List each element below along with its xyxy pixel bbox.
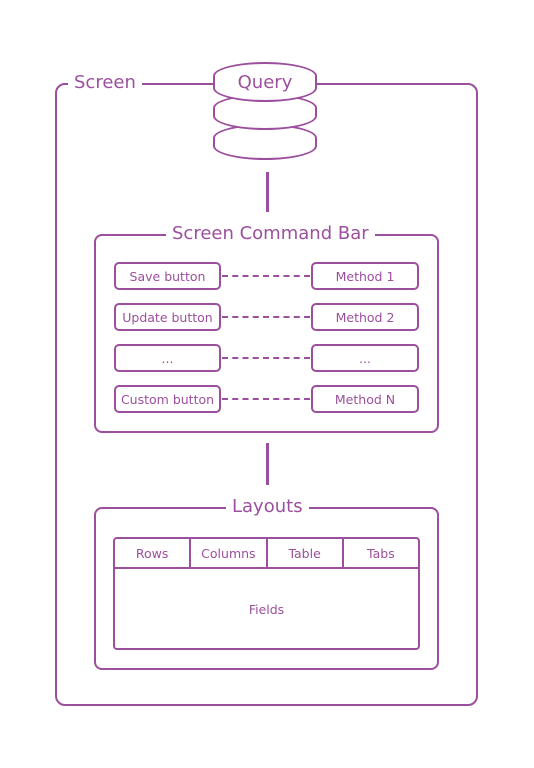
- update-button: Update button: [114, 303, 221, 331]
- method-2: Method 2: [311, 303, 419, 331]
- tab-table: Table: [268, 539, 344, 567]
- tab-rows: Rows: [115, 539, 192, 567]
- command-bar-title: Screen Command Bar: [166, 224, 375, 244]
- ellipsis-method: ...: [311, 344, 419, 372]
- layout-tab-row: Rows Columns Table Tabs: [115, 539, 418, 569]
- layout-table: Rows Columns Table Tabs Fields: [113, 537, 420, 650]
- tab-tabs: Tabs: [367, 545, 395, 561]
- ellipsis-button: ...: [114, 344, 221, 372]
- custom-button: Custom button: [114, 385, 221, 413]
- database-disk-top: [213, 62, 317, 102]
- method-1: Method 1: [311, 262, 419, 290]
- query-label: Query: [237, 72, 293, 93]
- tab-columns: Columns: [191, 539, 268, 567]
- connector-query-commandbar: [266, 172, 269, 212]
- save-button: Save button: [114, 262, 221, 290]
- dashed-link: [222, 398, 310, 400]
- dashed-link: [222, 275, 310, 277]
- database-icon: [213, 60, 321, 160]
- dashed-link: [222, 357, 310, 359]
- screen-label: Screen: [68, 73, 142, 93]
- method-n: Method N: [311, 385, 419, 413]
- connector-commandbar-layouts: [266, 443, 269, 485]
- dashed-link: [222, 316, 310, 318]
- layouts-title: Layouts: [226, 497, 309, 517]
- fields-area: Fields: [248, 601, 285, 617]
